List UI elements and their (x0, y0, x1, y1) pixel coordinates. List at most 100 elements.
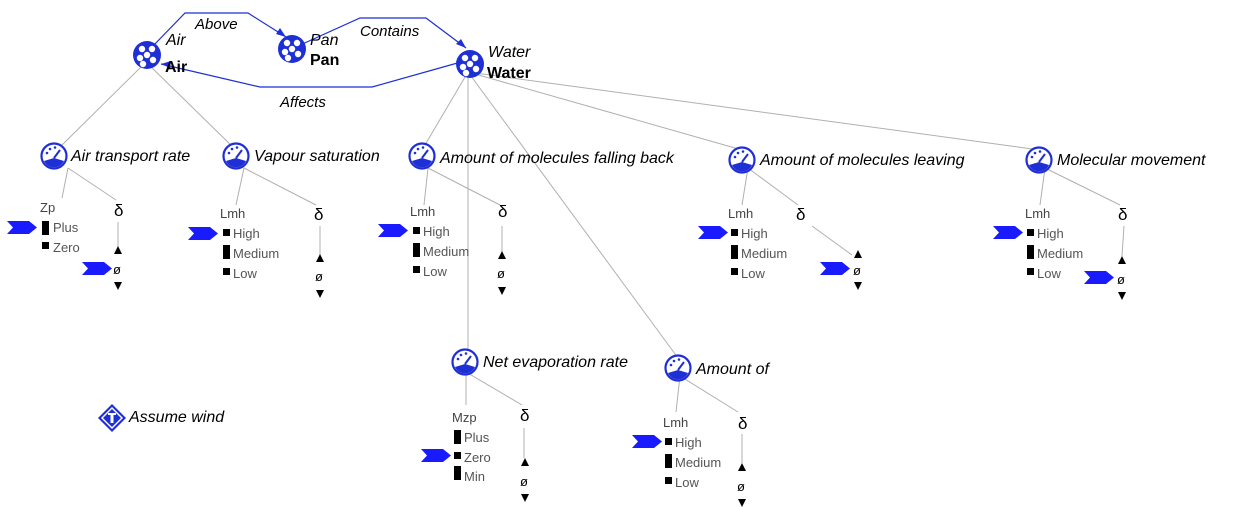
value-point (731, 229, 738, 236)
quantity-space-name: Lmh (410, 204, 436, 219)
value-label: High (233, 226, 260, 241)
quantity-name: Amount of (696, 361, 769, 378)
value-label: Zero (464, 450, 491, 465)
derivative-arrows-icon (854, 250, 862, 290)
relation-lines (151, 12, 467, 88)
value-bar (223, 245, 230, 259)
value-label: High (741, 226, 768, 241)
entity-air-bold: Air (165, 59, 188, 76)
quantity-name: Amount of molecules falling back (440, 150, 674, 167)
relation-affects-label: Affects (280, 94, 326, 111)
quantity-gauge-icon (664, 354, 692, 382)
value-label: Low (675, 475, 699, 490)
quantity-gauge-icon (728, 146, 756, 174)
quantity-space-name: Lmh (663, 415, 689, 430)
value-label: Medium (423, 244, 470, 259)
current-value-arrow-icon (993, 226, 1023, 239)
derivative-zero-label: ø (1117, 272, 1125, 287)
value-label: Zero (53, 240, 80, 255)
derivative-arrows-icon (114, 246, 122, 290)
assumption-icon (98, 404, 126, 432)
value-label: High (675, 435, 702, 450)
derivative-delta-label: δ (498, 202, 508, 221)
derivative-arrows-icon (738, 463, 746, 507)
derivative-delta-label: δ (314, 205, 324, 224)
quantity-gauge-icon (451, 348, 479, 376)
entity-water-name: Water (488, 44, 531, 61)
value-label: Plus (464, 430, 490, 445)
current-value-arrow-icon (1084, 271, 1114, 284)
quantity-space-name: Lmh (220, 206, 246, 221)
derivative-arrows-icon (316, 254, 324, 298)
value-label: Low (233, 266, 257, 281)
structure-lines (56, 61, 1125, 463)
value-bar (1027, 245, 1034, 259)
quantity-space-name: Zp (40, 200, 56, 215)
value-point (665, 477, 672, 484)
derivative-zero-label: ø (497, 266, 505, 281)
current-value-arrow-icon (7, 221, 37, 234)
value-point (1027, 268, 1034, 275)
current-value-arrow-icon (378, 224, 408, 237)
quantity-gauge-icon (40, 142, 68, 170)
value-bar (454, 466, 461, 480)
current-value-arrow-icon (698, 226, 728, 239)
derivative-zero-label: ø (737, 479, 745, 494)
derivative-delta-label: δ (114, 201, 124, 220)
value-label: High (423, 224, 450, 239)
entity-pan-name: Pan (310, 32, 339, 49)
quantity-name: Net evaporation rate (483, 354, 628, 371)
relation-arrowheads (161, 28, 466, 68)
quantity-name: Vapour saturation (254, 148, 380, 165)
entity-pan-bold: Pan (310, 52, 340, 69)
value-point (454, 452, 461, 459)
value-label: Plus (53, 220, 79, 235)
relation-contains-label: Contains (360, 23, 420, 40)
value-label: High (1037, 226, 1064, 241)
value-bar (42, 221, 49, 235)
current-value-arrow-icon (82, 262, 112, 275)
derivative-zero-label: ø (315, 269, 323, 284)
derivative-delta-label: δ (1118, 205, 1128, 224)
value-label: Medium (675, 455, 722, 470)
value-label: Low (1037, 266, 1061, 281)
quantity-name: Air transport rate (71, 148, 191, 165)
derivative-delta-label: δ (796, 205, 806, 224)
quantity-name: Amount of molecules leaving (760, 152, 965, 169)
derivative-arrows-icon (521, 458, 529, 502)
quantity-space-name: Lmh (728, 206, 754, 221)
value-bar (454, 430, 461, 444)
value-point (223, 268, 230, 275)
derivative-zero-label: ø (113, 262, 121, 277)
value-bar (731, 245, 738, 259)
quantity-space-name: Lmh (1025, 206, 1051, 221)
value-label: Low (741, 266, 765, 281)
value-label: Min (464, 469, 485, 484)
entity-water-bold: Water (487, 65, 531, 82)
derivative-zero-label: ø (520, 474, 528, 489)
derivative-zero-label: ø (853, 263, 861, 278)
quantity-name: Molecular movement (1057, 152, 1206, 169)
derivative-arrows-icon (498, 251, 506, 295)
value-point (413, 227, 420, 234)
value-point (1027, 229, 1034, 236)
entity-icon (278, 35, 306, 63)
quantity-gauge-icon (408, 142, 436, 170)
value-bar (665, 454, 672, 468)
quantity-gauge-icon (1025, 146, 1053, 174)
quantity-gauge-icon (222, 142, 250, 170)
derivative-delta-label: δ (738, 414, 748, 433)
value-bar (413, 243, 420, 257)
current-value-arrow-icon (421, 449, 451, 462)
entity-air-name: Air (166, 32, 186, 49)
value-point (223, 229, 230, 236)
current-value-arrow-icon (820, 262, 850, 275)
current-value-arrow-icon (632, 435, 662, 448)
entity-icon (456, 50, 484, 78)
value-label: Medium (741, 246, 788, 261)
current-value-arrow-icon (188, 227, 218, 240)
quantity-space-name: Mzp (452, 410, 477, 425)
derivative-delta-label: δ (520, 406, 530, 425)
